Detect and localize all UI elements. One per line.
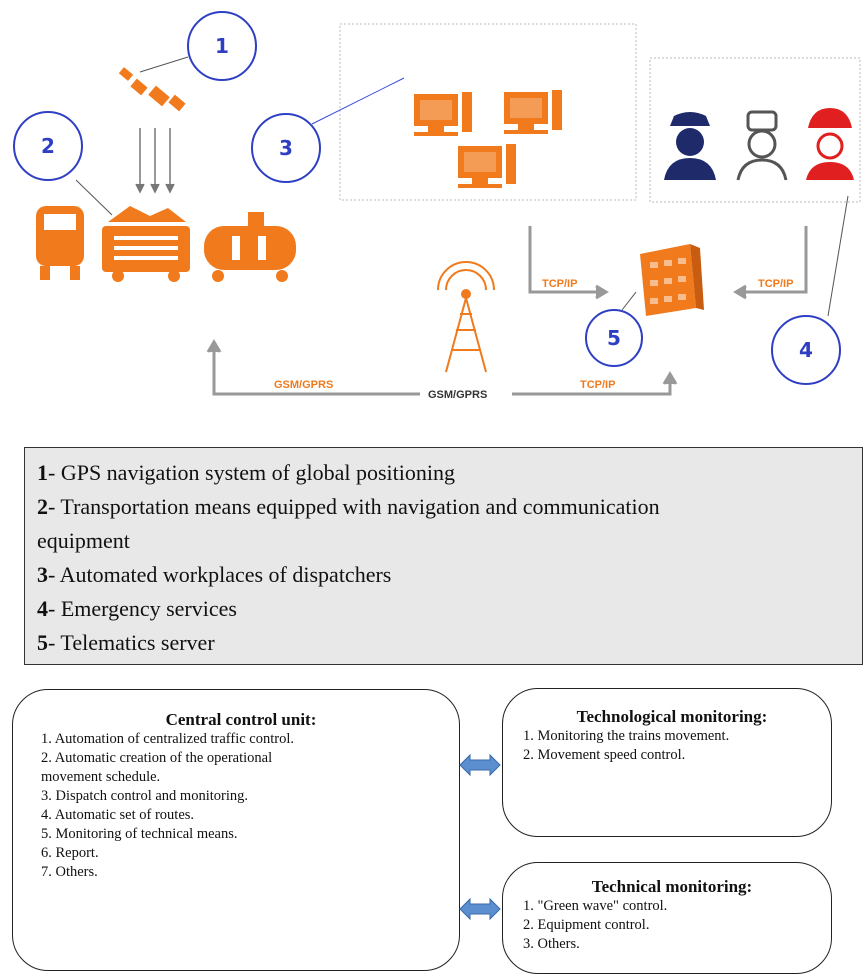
svg-text:3: 3	[279, 136, 293, 160]
svg-text:4: 4	[799, 338, 813, 362]
link-label: GSM/GPRS	[274, 379, 333, 391]
callout-line-3	[311, 77, 405, 125]
legend-item: 2- Transportation means equipped with na…	[37, 494, 660, 519]
double-arrow-icon	[459, 753, 501, 777]
svg-text:5: 5	[607, 326, 621, 350]
legend-box: 1- GPS navigation system of global posit…	[24, 447, 863, 665]
connection-tcp-right	[733, 226, 808, 300]
link-label: TCP/IP	[580, 379, 615, 391]
legend-item: 4- Emergency services	[37, 596, 237, 621]
callout-line-1	[139, 56, 189, 73]
callout-line-2	[75, 179, 113, 216]
link-label: TCP/IP	[758, 278, 793, 290]
list-item: 6. Report.	[41, 845, 99, 861]
list-item: 3. Others.	[523, 936, 580, 952]
list-item: 4. Automatic set of routes.	[41, 807, 195, 823]
list-item: 2. Movement speed control.	[523, 747, 686, 763]
circle-5: 5	[585, 309, 643, 367]
circle-4: 4	[771, 315, 841, 385]
legend-item: equipment	[37, 528, 130, 553]
central-control-unit-box: Central control unit: 1. Automation of c…	[12, 689, 460, 971]
list-item: 2. Equipment control.	[523, 917, 650, 933]
connection-tcp-left	[528, 226, 609, 300]
svg-text:2: 2	[41, 134, 55, 158]
list-item: 1. Automation of centralized traffic con…	[41, 731, 294, 747]
legend-item: 3- Automated workplaces of dispatchers	[37, 562, 392, 587]
callout-line-4	[827, 195, 849, 317]
link-label: TCP/IP	[542, 278, 577, 290]
list-item: movement schedule.	[41, 769, 161, 785]
legend-item: 1- GPS navigation system of global posit…	[37, 460, 455, 485]
list-item: 1. "Green wave" control.	[523, 898, 668, 914]
technical-title: Technical monitoring:	[591, 877, 753, 896]
legend-item: 5- Telematics server	[37, 630, 215, 655]
firefighter-icon	[806, 108, 854, 180]
list-item: 7. Others.	[41, 864, 98, 880]
connection-gsm-left	[206, 339, 420, 396]
dispatchers-group-box	[339, 23, 637, 201]
link-label: GSM/GPRS	[428, 389, 487, 401]
system-diagram: 1 2 3 4 5	[13, 11, 861, 401]
freight-wagon-icon	[102, 206, 190, 282]
list-item: 1. Monitoring the trains movement.	[523, 728, 730, 744]
computer-icon	[504, 90, 562, 134]
central-title: Central control unit:	[165, 710, 317, 729]
callout-line-5	[621, 291, 637, 311]
technological-monitoring-box: Technological monitoring: 1. Monitoring …	[502, 688, 832, 837]
satellite-icon	[118, 67, 186, 112]
connection-tcp-bottom	[512, 371, 678, 396]
circle-3: 3	[251, 113, 321, 183]
list-item: 3. Dispatch control and monitoring.	[41, 788, 248, 804]
technological-title: Technological monitoring:	[576, 707, 768, 726]
computer-icon	[414, 92, 472, 136]
medic-icon	[736, 110, 788, 181]
gps-signal-arrows	[135, 128, 175, 194]
circle-2: 2	[13, 111, 83, 181]
svg-text:1: 1	[215, 34, 229, 58]
computer-icon	[458, 144, 516, 188]
tank-wagon-icon	[204, 212, 296, 282]
list-item: 2. Automatic creation of the operational	[41, 750, 273, 766]
list-item: 5. Monitoring of technical means.	[41, 826, 238, 842]
circle-1: 1	[187, 11, 257, 81]
police-officer-icon	[664, 112, 716, 180]
double-arrow-icon	[459, 897, 501, 921]
technical-monitoring-box: Technical monitoring: 1. "Green wave" co…	[502, 862, 832, 974]
telematics-server-icon	[640, 244, 704, 316]
gsm-tower-icon	[437, 261, 495, 373]
locomotive-icon	[36, 206, 84, 280]
emergency-group-box	[649, 57, 861, 203]
